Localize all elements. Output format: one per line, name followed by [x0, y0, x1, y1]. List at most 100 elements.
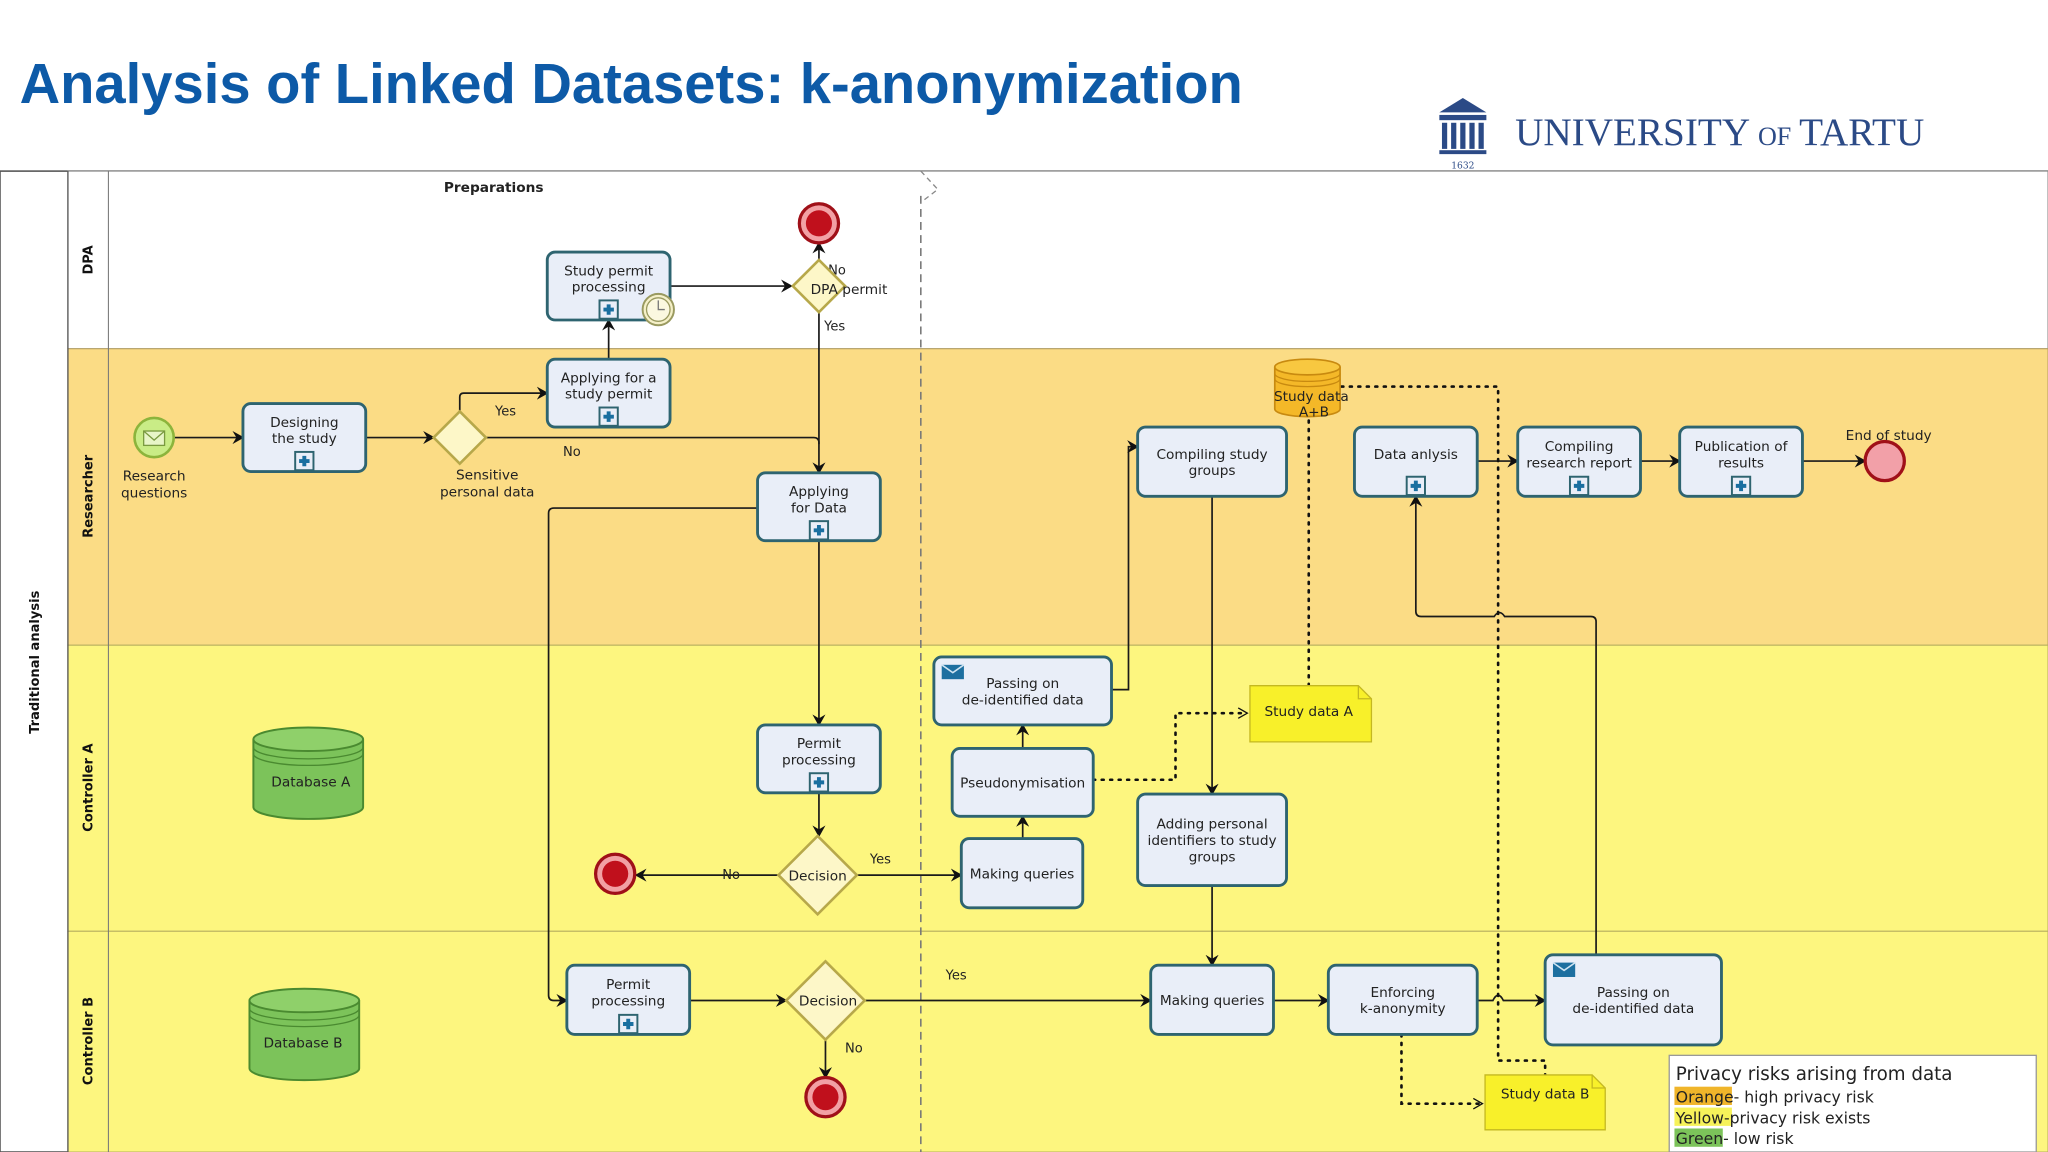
end-event-decision-b	[804, 1075, 847, 1119]
legend-item: Green- low risk	[1676, 1129, 1795, 1148]
building-columns-icon: 1632	[1439, 97, 1487, 171]
subprocess-plus-icon	[618, 1013, 639, 1035]
task-label: the study	[272, 431, 337, 447]
task-label: identifiers to study	[1148, 833, 1277, 849]
svg-text:End of study: End of study	[1846, 428, 1932, 444]
task-box	[1149, 963, 1275, 1036]
subprocess-plus-icon	[808, 772, 830, 793]
task-label: Designing	[270, 415, 339, 431]
task-box	[1353, 425, 1479, 498]
flow-label-no: No	[563, 445, 581, 460]
task-pseudonymisation: Pseudonymisation	[950, 746, 1095, 818]
legend-title: Privacy risks arising from data	[1676, 1064, 1953, 1085]
task-label: Pseudonymisation	[960, 776, 1085, 792]
task-label: k-anonymity	[1360, 1001, 1446, 1017]
svg-text:DPA permit: DPA permit	[811, 282, 888, 298]
task-label: processing	[572, 280, 646, 296]
flow-label-yes: Yes	[869, 852, 891, 867]
gateway-dpa-permit: DPA permit	[790, 258, 888, 315]
task-box	[241, 402, 368, 473]
svg-text:A+B: A+B	[1299, 405, 1329, 421]
task-label: results	[1718, 455, 1764, 471]
task-making-queries: Making queries	[1149, 963, 1275, 1036]
task-box	[565, 963, 692, 1036]
gateways: Sensitive personal data DPA permit Decis…	[431, 258, 888, 1042]
data-store-study-data-ab: Study data A+B	[1273, 358, 1349, 421]
task-label: Compiling study	[1156, 447, 1267, 463]
task-label: study permit	[565, 387, 653, 403]
svg-text:Decision: Decision	[788, 868, 846, 884]
subprocess-plus-icon	[808, 520, 830, 541]
svg-text:Study data B: Study data B	[1501, 1086, 1590, 1102]
gateway-decision-b: Decision	[784, 959, 867, 1042]
flow-label-no: No	[845, 1042, 863, 1057]
flow-label-yes: Yes	[945, 969, 967, 984]
envelope-icon	[941, 664, 965, 680]
flow-labels: Yes No No Yes No Yes Yes No	[494, 263, 967, 1056]
legend-swatch-yellow	[1674, 1107, 1732, 1126]
task-label: for Data	[791, 500, 847, 516]
gateway-decision-a: Decision	[776, 834, 859, 917]
subprocess-plus-icon	[598, 406, 619, 427]
task-label: Applying	[789, 484, 849, 500]
data-object-study-data-a: Study data A	[1249, 685, 1373, 743]
task-label: de-identified data	[1572, 1001, 1694, 1017]
end-event-end-of-study: End of study	[1846, 428, 1932, 483]
flow-label-yes: Yes	[494, 404, 516, 419]
subprocess-plus-icon	[1568, 475, 1590, 496]
task-box	[1516, 425, 1642, 498]
database-b: Database B	[248, 987, 361, 1082]
task-box	[950, 746, 1095, 818]
svg-text:Database A: Database A	[271, 774, 351, 790]
svg-text:Sensitive: Sensitive	[456, 467, 518, 483]
task-box	[545, 357, 672, 429]
task-label: Permit	[606, 977, 651, 993]
task-label: Enforcing	[1370, 985, 1435, 1001]
lane-label-controller-a: Controller A	[82, 743, 97, 832]
flow-label-no: No	[722, 868, 740, 883]
task-box	[1678, 425, 1804, 498]
task-box	[932, 655, 1113, 727]
task-label: processing	[782, 752, 856, 768]
task-box	[756, 723, 882, 795]
end-event-dpa-rejected	[797, 202, 841, 245]
task-label: Compiling	[1545, 439, 1614, 455]
timer-clock-icon	[641, 292, 675, 327]
task-label: Passing on	[986, 676, 1059, 692]
task-box	[545, 250, 672, 322]
svg-text:Study data A: Study data A	[1264, 704, 1353, 720]
task-label: Adding personal	[1156, 817, 1267, 833]
task-label: Data anlysis	[1374, 447, 1458, 463]
phase-label: Preparations	[444, 180, 544, 196]
legend-item: Yellow-privacy risk exists	[1675, 1108, 1871, 1127]
envelope-icon	[1552, 961, 1576, 977]
task-label: processing	[591, 993, 665, 1009]
lane-label-researcher: Researcher	[82, 454, 97, 538]
svg-text:questions: questions	[121, 486, 187, 502]
database-a: Database A	[252, 726, 365, 820]
lane-dpa	[67, 170, 2048, 350]
pool-label: Traditional analysis	[28, 590, 43, 733]
task-box	[1543, 953, 1723, 1047]
svg-text:Study data: Study data	[1274, 389, 1349, 405]
slide-title: Analysis of Linked Datasets: k-anonymiza…	[20, 52, 1243, 115]
task-label: Making queries	[970, 866, 1075, 882]
task-box	[756, 471, 882, 543]
data-associations	[1091, 385, 1547, 1110]
task-box	[1136, 425, 1288, 498]
task-label: Permit	[797, 736, 842, 752]
events: Research questions End of study	[121, 202, 1932, 1119]
lane-label-dpa: DPA	[82, 244, 97, 274]
legend-item: Orange- high privacy risk	[1676, 1087, 1875, 1106]
